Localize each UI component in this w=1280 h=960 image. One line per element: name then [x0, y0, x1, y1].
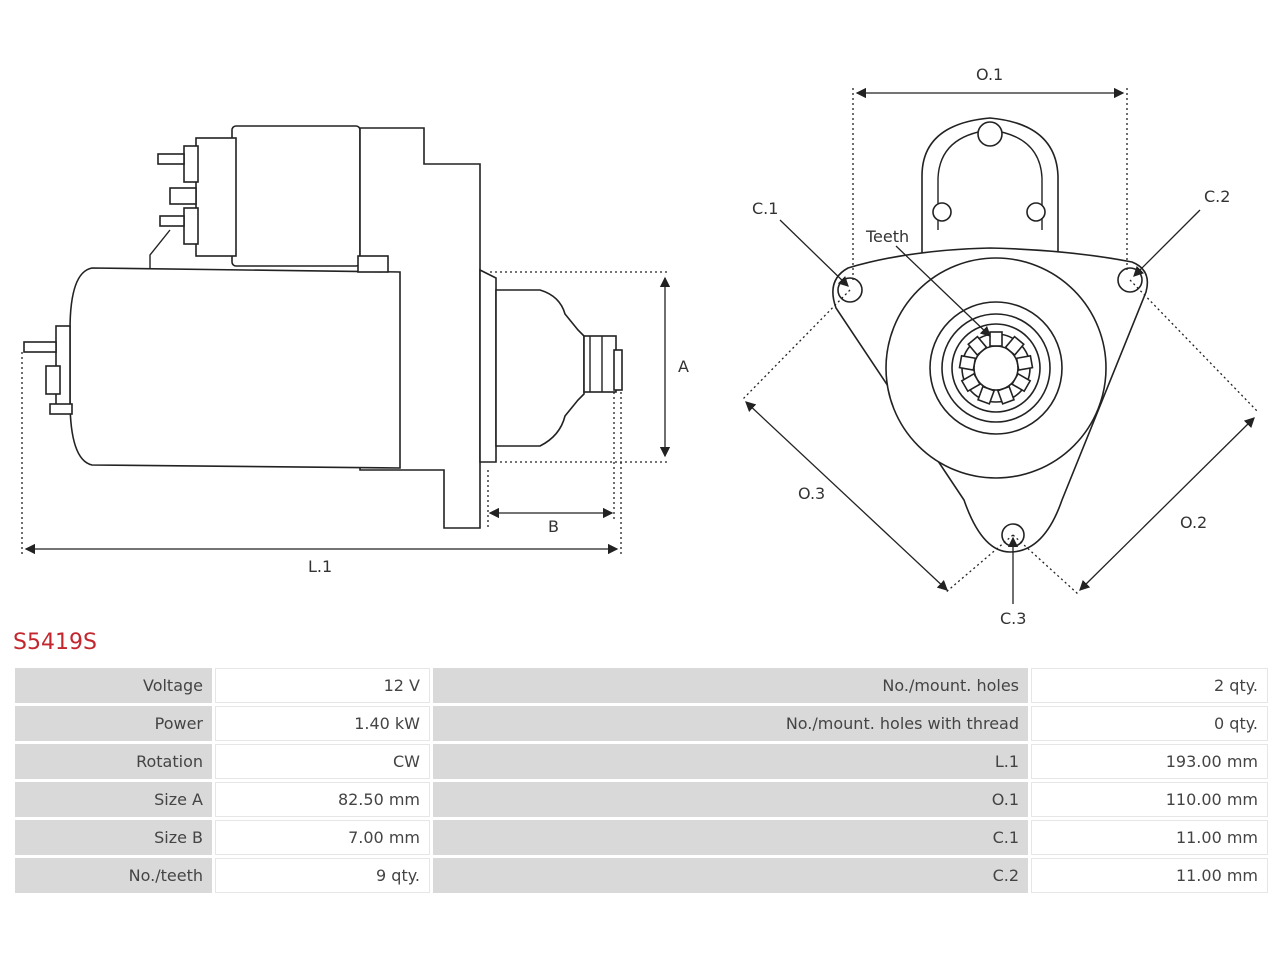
spec-label: C.1	[433, 820, 1028, 855]
c3-label: C.3	[1000, 609, 1026, 628]
table-row: Size B 7.00 mm C.1 11.00 mm	[15, 820, 1268, 855]
c1-label: C.1	[752, 199, 778, 218]
spec-value: 0 qty.	[1031, 706, 1268, 741]
pinion-teeth	[958, 331, 1034, 405]
table-row: Power 1.40 kW No./mount. holes with thre…	[15, 706, 1268, 741]
spec-value: 1.40 kW	[215, 706, 430, 741]
spec-label: No./mount. holes with thread	[433, 706, 1028, 741]
drive-end	[479, 268, 497, 463]
spec-value: 9 qty.	[215, 858, 430, 893]
table-row: No./teeth 9 qty. C.2 11.00 mm	[15, 858, 1268, 893]
table-row: Size A 82.50 mm O.1 110.00 mm	[15, 782, 1268, 817]
spec-value: 11.00 mm	[1031, 820, 1268, 855]
solenoid	[231, 125, 361, 267]
model-number: S5419S	[13, 630, 97, 655]
o1-label: O.1	[976, 65, 1003, 84]
table-row: Rotation CW L.1 193.00 mm	[15, 744, 1268, 779]
spec-label: Power	[15, 706, 212, 741]
spec-value: 2 qty.	[1031, 668, 1268, 703]
spec-label: No./teeth	[15, 858, 212, 893]
spec-label: L.1	[433, 744, 1028, 779]
spec-value: 12 V	[215, 668, 430, 703]
spec-label: Size A	[15, 782, 212, 817]
c2-label: C.2	[1204, 187, 1230, 206]
table-row: Voltage 12 V No./mount. holes 2 qty.	[15, 668, 1268, 703]
spec-value: 82.50 mm	[215, 782, 430, 817]
spec-label: Rotation	[15, 744, 212, 779]
size-a-label: A	[678, 357, 689, 376]
motor-body	[69, 267, 401, 469]
spec-table: Voltage 12 V No./mount. holes 2 qty. Pow…	[12, 665, 1271, 896]
pinion	[583, 335, 617, 393]
spec-value: 11.00 mm	[1031, 858, 1268, 893]
front-view: O.1 O.3 O.2 C.1 C.2 C.3 Teeth	[741, 65, 1259, 628]
spec-label: O.1	[433, 782, 1028, 817]
spec-label: Voltage	[15, 668, 212, 703]
spec-label: C.2	[433, 858, 1028, 893]
o3-label: O.3	[798, 484, 825, 503]
spec-label: Size B	[15, 820, 212, 855]
spec-label: No./mount. holes	[433, 668, 1028, 703]
length-l1-label: L.1	[308, 557, 332, 576]
spec-value: 110.00 mm	[1031, 782, 1268, 817]
spec-value: 193.00 mm	[1031, 744, 1268, 779]
size-b-label: B	[548, 517, 559, 536]
side-view: A B L.1	[21, 125, 689, 576]
starter-motor-diagram: A B L.1	[21, 65, 1259, 628]
o2-label: O.2	[1180, 513, 1207, 532]
teeth-label: Teeth	[865, 227, 909, 246]
spec-value: 7.00 mm	[215, 820, 430, 855]
spec-value: CW	[215, 744, 430, 779]
